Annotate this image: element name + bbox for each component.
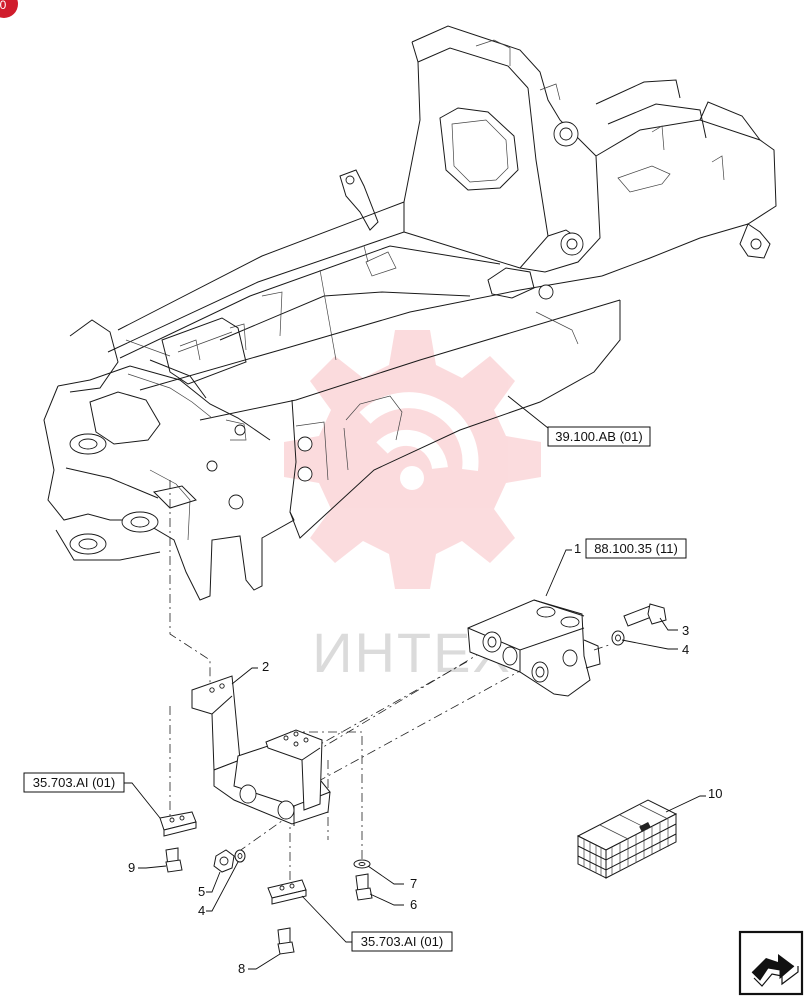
svg-text:2: 2 [262, 659, 269, 674]
washer-4-right [611, 630, 625, 646]
bolt-6 [355, 873, 373, 901]
svg-text:35.703.AI (01): 35.703.AI (01) [361, 934, 443, 949]
bolt-9 [165, 847, 183, 873]
nut-5 [213, 849, 235, 873]
svg-text:4: 4 [198, 903, 205, 918]
callout-2: 2 [231, 659, 269, 685]
svg-text:9: 9 [128, 860, 135, 875]
callout-4-left: 4 [198, 861, 239, 918]
spacer-pad-left [159, 811, 197, 837]
watermark-logo [284, 330, 541, 589]
svg-text:35.703.AI (01): 35.703.AI (01) [33, 775, 115, 790]
callout-5: 5 [198, 871, 221, 899]
mounting-bracket [191, 675, 331, 826]
chassis-frame [43, 25, 777, 601]
callout-3: 3 [659, 617, 689, 638]
svg-text:8: 8 [238, 961, 245, 976]
ref-pad-bottom[interactable]: 35.703.AI (01) [301, 895, 453, 952]
svg-text:4: 4 [682, 642, 689, 657]
ref-pad-left[interactable]: 35.703.AI (01) [23, 772, 161, 819]
svg-text:3: 3 [682, 623, 689, 638]
bolt-8 [277, 927, 295, 955]
svg-text:0: 0 [0, 0, 7, 12]
kit-box-icon [576, 799, 678, 879]
svg-text:39.100.AB (01): 39.100.AB (01) [555, 429, 642, 444]
svg-text:5: 5 [198, 884, 205, 899]
svg-text:10: 10 [708, 786, 722, 801]
callout-10: 10 [665, 786, 722, 813]
svg-text:7: 7 [410, 876, 417, 891]
callout-4-right: 4 [621, 639, 689, 657]
callout-8: 8 [238, 953, 281, 976]
valve-block [467, 599, 601, 697]
next-page-arrow-icon[interactable] [738, 930, 804, 996]
ref-valve[interactable]: 88.100.35 (11) [585, 538, 687, 559]
svg-text:88.100.35 (11): 88.100.35 (11) [594, 541, 678, 556]
callout-7: 7 [367, 865, 417, 891]
spacer-pad-bottom [267, 879, 307, 905]
callout-1: 1 [545, 541, 581, 597]
bolt-3 [623, 603, 667, 627]
corner-badge: 0 [0, 0, 18, 18]
svg-text:1: 1 [574, 541, 581, 556]
svg-text:6: 6 [410, 897, 417, 912]
washer-4-left [234, 849, 246, 863]
washer-7 [353, 859, 371, 869]
callout-9: 9 [128, 860, 167, 875]
callout-6: 6 [369, 893, 417, 912]
ref-frame[interactable]: 39.100.AB (01) [507, 395, 651, 447]
